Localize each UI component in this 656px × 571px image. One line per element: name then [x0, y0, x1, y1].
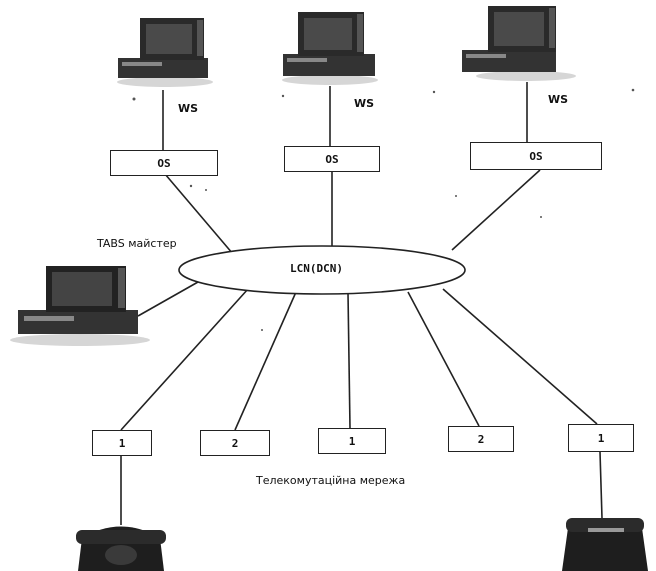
link-tabs-lcn [137, 281, 199, 317]
exchange-box-1: 1 [92, 430, 152, 456]
link-lcn-ex3 [347, 292, 351, 429]
exchange-box-5-label: 1 [597, 431, 605, 445]
os-box-1-label: OS [157, 156, 171, 170]
tabs-master-label: TABS майстер [97, 237, 177, 250]
exchange-box-4-label: 2 [477, 432, 485, 446]
link-os3-lcn [451, 169, 541, 251]
workstation-icon-3 [462, 6, 576, 81]
scan-speckles [132, 88, 635, 331]
telecom-network-label: Телекомутаційна мережа [256, 474, 406, 487]
exchange-box-3: 1 [318, 428, 386, 454]
ws-label-3: WS [548, 93, 569, 106]
exchange-box-3-label: 1 [348, 434, 356, 448]
link-lcn-ex4 [407, 291, 480, 427]
link-lcn-ex1 [120, 288, 249, 431]
tabs-master-computer-icon [10, 266, 150, 346]
exchange-box-5: 1 [568, 424, 634, 452]
telephone-icon-2 [562, 518, 648, 571]
exchange-box-2-label: 2 [231, 436, 239, 450]
ws-label-2: WS [354, 97, 375, 110]
lcn-dcn-ellipse [178, 245, 466, 295]
os-box-1: OS [110, 150, 218, 176]
link-lcn-ex2 [234, 291, 297, 431]
connection-lines [120, 82, 603, 525]
os-box-2-label: OS [325, 152, 339, 166]
link-lcn-ex5 [442, 288, 598, 425]
exchange-box-1-label: 1 [118, 436, 126, 450]
workstation-icon-1 [117, 18, 213, 87]
os-box-3-label: OS [529, 149, 543, 163]
telephone-icon-1 [76, 526, 166, 571]
exchange-box-4: 2 [448, 426, 514, 452]
link-os1-lcn [164, 173, 234, 255]
workstation-icon-2 [282, 12, 378, 85]
exchange-box-2: 2 [200, 430, 270, 456]
ws-label-1: WS [178, 102, 199, 115]
os-box-3: OS [470, 142, 602, 170]
link-ex5-phone2 [599, 451, 603, 519]
lcn-dcn-label: LCN(DCN) [290, 262, 343, 275]
os-box-2: OS [284, 146, 380, 172]
